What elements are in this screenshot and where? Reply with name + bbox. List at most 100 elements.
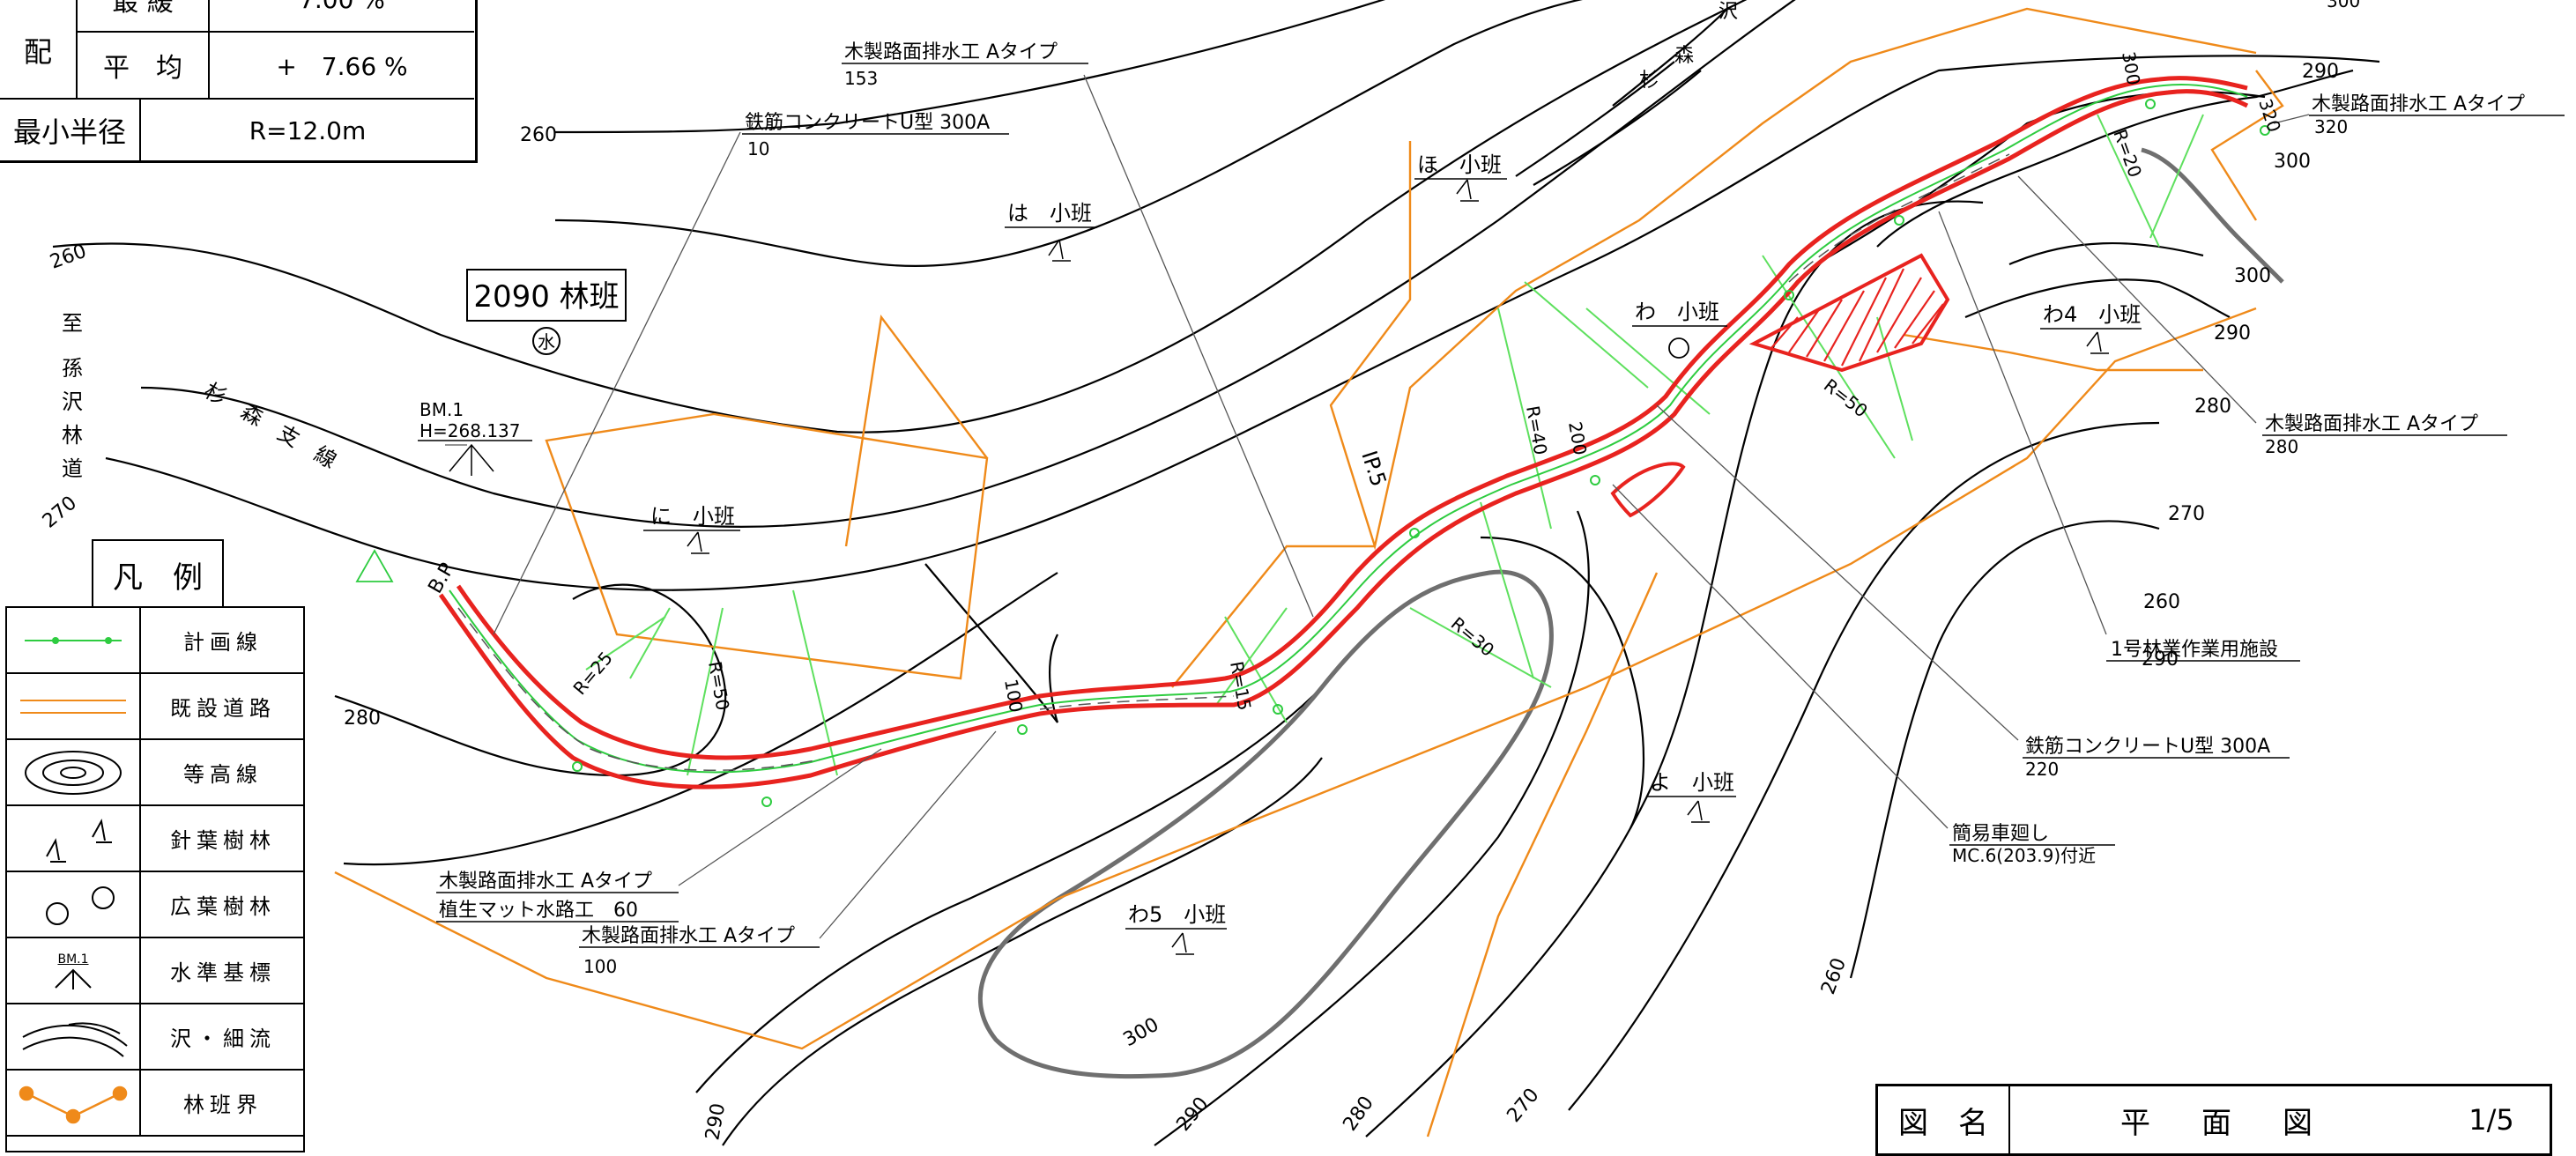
svg-text:100: 100 — [1000, 678, 1027, 715]
cross-sections — [585, 114, 2204, 776]
svg-text:320: 320 — [2314, 116, 2348, 137]
subcompartment-ni: に 小班 — [650, 504, 735, 529]
max-label: 最 緩 — [78, 0, 210, 33]
legend-title: 凡 例 — [113, 559, 203, 596]
legend-broadleaf: 広葉樹林 — [141, 872, 305, 938]
drawing-name: 平 面 図 — [2120, 1105, 2323, 1141]
compartment-symbol: 水 — [538, 331, 555, 352]
svg-text:290: 290 — [702, 1101, 730, 1142]
gradient-label: 配 — [0, 0, 78, 98]
legend-plan-line-swatch — [7, 608, 141, 674]
legend-contour: 等高線 — [141, 740, 305, 806]
max-value: 7.00 % — [210, 0, 474, 33]
legend-benchmark: 水準基標 — [141, 938, 305, 1004]
contour-lines — [52, 0, 2380, 1146]
legend-contour-swatch — [7, 740, 141, 806]
svg-text:MC.6(203.9)付近: MC.6(203.9)付近 — [1952, 845, 2096, 866]
svg-text:300: 300 — [2274, 151, 2311, 173]
svg-text:R=50: R=50 — [704, 660, 733, 712]
svg-text:260: 260 — [1817, 955, 1851, 997]
sheet-number: 1/5 — [2468, 1103, 2514, 1137]
legend-stream: 沢・細流 — [141, 1004, 305, 1071]
legend: 計画線 既設道路 等高線 針葉樹林 広葉樹林 BM.1 水準基標 沢・細流 林班… — [5, 606, 305, 1152]
svg-text:杉: 杉 — [1639, 70, 1659, 92]
legend-existing-road: 既設道路 — [141, 674, 305, 740]
svg-text:林: 林 — [62, 423, 83, 448]
svg-text:木製路面排水工 Aタイプ: 木製路面排水工 Aタイプ — [2312, 93, 2525, 115]
sugimori-branch-label: 杉 森 支 線 — [200, 378, 340, 473]
legend-stream-swatch — [7, 1004, 141, 1071]
bm-name: BM.1 — [419, 399, 464, 420]
svg-text:道: 道 — [62, 456, 83, 481]
svg-text:沢: 沢 — [1719, 1, 1738, 23]
bm-height: H=268.137 — [419, 420, 521, 441]
subcompartment-ho: ほ 小班 — [1417, 152, 1502, 177]
svg-text:280: 280 — [2265, 436, 2298, 457]
svg-text:R=40: R=40 — [1522, 404, 1551, 456]
svg-text:R=25: R=25 — [568, 648, 616, 699]
bm-symbol — [355, 549, 394, 582]
svg-text:森: 森 — [1674, 45, 1694, 67]
legend-title-box: 凡 例 — [92, 539, 224, 608]
svg-text:260: 260 — [48, 241, 90, 274]
svg-text:260: 260 — [2143, 591, 2180, 613]
svg-text:鉄筋コンクリートU型 300A: 鉄筋コンクリートU型 300A — [745, 112, 990, 134]
index-contour — [977, 147, 2284, 1079]
turnaround-area — [1610, 462, 1686, 518]
svg-text:簡易車廻し: 簡易車廻し — [1952, 823, 2049, 845]
subcompartment-ha: は 小班 — [1007, 201, 1092, 226]
svg-text:220: 220 — [2025, 759, 2059, 780]
svg-text:270: 270 — [1503, 1085, 1543, 1127]
subcompartment-wa: わ 小班 — [1635, 300, 1719, 324]
legend-conifer: 針葉樹林 — [141, 806, 305, 872]
svg-text:孫: 孫 — [62, 356, 83, 381]
planned-road — [438, 76, 2249, 789]
station-markers — [572, 99, 2270, 807]
legend-bm-mini: BM.1 — [57, 952, 89, 967]
min-radius-label: 最小半径 — [0, 98, 141, 161]
avg-value: + 7.66 % — [276, 52, 408, 81]
svg-text:沢: 沢 — [62, 389, 83, 414]
summary-table: 配 最 緩 7.00 % 平 均 + 7.66 % 最小半径 R=12.0m — [0, 0, 478, 163]
svg-text:10: 10 — [747, 138, 769, 159]
svg-text:1号林業作業用施設: 1号林業作業用施設 — [2111, 639, 2278, 661]
svg-text:植生マット水路工 60: 植生マット水路工 60 — [439, 900, 638, 922]
forest-boundaries — [334, 7, 2284, 1137]
svg-text:木製路面排水工 Aタイプ: 木製路面排水工 Aタイプ — [844, 41, 1058, 63]
svg-text:300: 300 — [2327, 0, 2360, 11]
legend-boundary: 林班界 — [141, 1071, 305, 1137]
svg-text:至: 至 — [62, 311, 83, 336]
title-block: 図 名 平 面 図 1/5 — [1875, 1084, 2552, 1156]
leader-lines — [445, 74, 2310, 939]
svg-text:鉄筋コンクリートU型 300A: 鉄筋コンクリートU型 300A — [2025, 736, 2270, 758]
work-facility-hatch — [1748, 253, 1950, 373]
subcompartment-wa5: わ5 小班 — [1128, 902, 1226, 927]
subcompartment-yo: よ 小班 — [1650, 770, 1734, 795]
legend-existing-road-swatch — [7, 674, 141, 740]
svg-text:290: 290 — [2302, 61, 2339, 83]
legend-boundary-swatch — [7, 1071, 141, 1137]
svg-text:280: 280 — [1339, 1093, 1378, 1136]
svg-text:270: 270 — [2168, 503, 2205, 525]
svg-text:290: 290 — [1172, 1093, 1213, 1136]
legend-broadleaf-swatch — [7, 872, 141, 938]
svg-text:木製路面排水工 Aタイプ: 木製路面排水工 Aタイプ — [2265, 413, 2478, 435]
subcompartment-wa4: わ4 小班 — [2043, 302, 2141, 327]
compartment-title: 2090 林班 — [473, 279, 619, 315]
svg-text:260: 260 — [520, 124, 557, 146]
legend-plan-line: 計画線 — [141, 608, 305, 674]
svg-text:290: 290 — [2214, 322, 2251, 345]
svg-text:290: 290 — [2142, 648, 2179, 671]
svg-text:300: 300 — [2118, 50, 2144, 87]
svg-text:280: 280 — [344, 708, 381, 730]
svg-text:153: 153 — [844, 68, 878, 89]
svg-text:木製路面排水工 Aタイプ: 木製路面排水工 Aタイプ — [439, 871, 652, 893]
svg-text:木製路面排水工 Aタイプ: 木製路面排水工 Aタイプ — [582, 925, 795, 947]
conifer-symbols — [687, 179, 2109, 955]
map-labels: 2090 林班 水 に 小班 は 小班 ほ 小班 わ 小班 わ4 小班 わ5 小… — [39, 0, 2565, 1142]
svg-text:R=30: R=30 — [1447, 612, 1498, 660]
avg-label: 平 均 — [78, 33, 210, 98]
svg-text:100: 100 — [583, 956, 617, 977]
svg-text:280: 280 — [2194, 396, 2231, 418]
